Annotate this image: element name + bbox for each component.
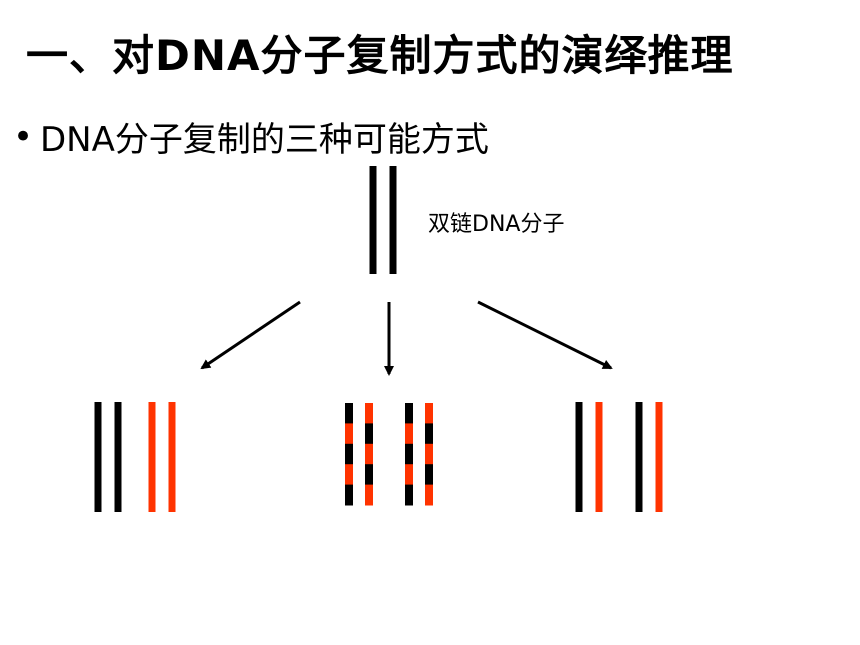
- strand-segment: [365, 484, 373, 506]
- dna-strand: [114, 402, 122, 512]
- arrow-right: [477, 300, 613, 370]
- dna-strand: [148, 402, 156, 512]
- dna-strand: [635, 402, 643, 512]
- parent-strand: [369, 166, 377, 274]
- strand-segment: [405, 423, 413, 445]
- bullet-item: • DNA分子复制的三种可能方式: [6, 112, 489, 161]
- strand-segment: [365, 423, 373, 445]
- bullet-marker: •: [12, 116, 34, 157]
- dna-strand: [655, 402, 663, 512]
- slide-title: 一、对DNA分子复制方式的演绎推理: [26, 31, 734, 80]
- arrows: [200, 300, 613, 376]
- strand-segment: [365, 403, 373, 424]
- strand-segment: [365, 443, 373, 465]
- dna-strand: [595, 402, 603, 512]
- arrow-left: [200, 300, 301, 370]
- strand-segment: [425, 403, 433, 424]
- strand-segment: [425, 443, 433, 465]
- strand-segment: [405, 403, 413, 424]
- parent-dna-label: 双链DNA分子: [428, 212, 565, 237]
- dna-strand: [168, 402, 176, 512]
- strand-segment: [425, 423, 433, 445]
- dna-strand: [94, 402, 102, 512]
- strand-segment: [405, 484, 413, 506]
- strand-segment: [365, 464, 373, 486]
- strand-segment: [345, 423, 353, 445]
- strand-segment: [425, 484, 433, 506]
- parent-dna-duplex: [369, 166, 397, 274]
- strand-segment: [345, 484, 353, 506]
- replication-outcomes: [94, 402, 663, 512]
- strand-segment: [345, 443, 353, 465]
- dna-strand: [575, 402, 583, 512]
- strand-segment: [345, 464, 353, 486]
- outcome-dispersive: [345, 403, 433, 506]
- strand-segment: [425, 464, 433, 486]
- outcome-semi-conservative: [575, 402, 663, 512]
- parent-strand: [389, 166, 397, 274]
- strand-segment: [405, 443, 413, 465]
- bullet-text: DNA分子复制的三种可能方式: [40, 120, 489, 160]
- strand-segment: [405, 464, 413, 486]
- strand-segment: [345, 403, 353, 424]
- outcome-conservative: [94, 402, 176, 512]
